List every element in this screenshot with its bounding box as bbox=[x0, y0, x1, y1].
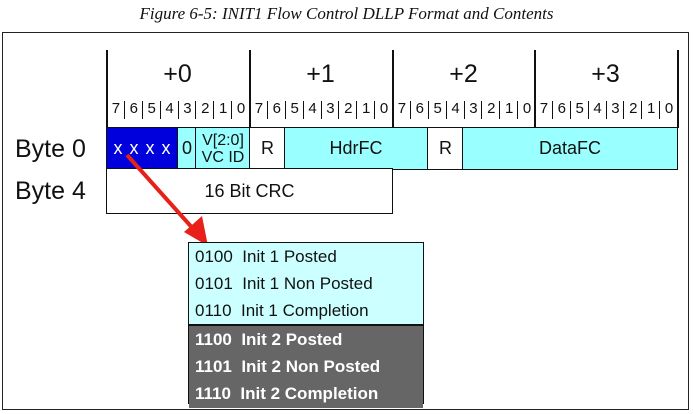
bit-separator bbox=[641, 101, 643, 119]
field-hdrfc: HdrFC bbox=[284, 127, 428, 170]
byte-divider bbox=[106, 50, 108, 128]
bit-number: 1 bbox=[647, 100, 656, 117]
table-divider bbox=[189, 324, 423, 326]
field-type-label: x x x x bbox=[113, 138, 172, 158]
bit-number: 6 bbox=[415, 100, 424, 117]
bit-number: 1 bbox=[219, 100, 228, 117]
bit-separator bbox=[623, 101, 625, 119]
table-row: 1110 Init 2 Completion bbox=[189, 379, 423, 408]
row-label-byte4: Byte 4 bbox=[15, 177, 86, 205]
bit-separator bbox=[427, 101, 429, 119]
table-row: 0110 Init 1 Completion bbox=[189, 297, 423, 324]
bit-number: 0 bbox=[664, 100, 674, 117]
table-row: 1101 Init 2 Non Posted bbox=[189, 352, 423, 380]
bit-separator bbox=[409, 101, 411, 119]
bit-separator bbox=[517, 101, 519, 119]
field-vc-id: V[2:0] VC ID bbox=[195, 127, 251, 170]
bit-number: 2 bbox=[201, 100, 210, 117]
bit-separator bbox=[177, 101, 179, 119]
byte-divider bbox=[249, 50, 251, 128]
type-encoding-table: 0100 Init 1 Posted 0101 Init 1 Non Poste… bbox=[188, 242, 424, 408]
bit-number: 5 bbox=[147, 100, 156, 117]
bit-separator bbox=[445, 101, 447, 119]
bit-separator bbox=[159, 101, 161, 119]
bit-number: 5 bbox=[290, 100, 299, 117]
bit-number: 4 bbox=[451, 100, 460, 117]
field-vc-id-line1: V[2:0] bbox=[202, 131, 244, 149]
bit-separator bbox=[141, 101, 143, 119]
bit-number: 4 bbox=[593, 100, 602, 117]
byte-divider bbox=[534, 50, 536, 128]
bit-separator bbox=[231, 101, 233, 119]
bit-number: 0 bbox=[379, 100, 389, 117]
bit-separator bbox=[213, 101, 215, 119]
byte-offset-label: +1 bbox=[306, 60, 335, 88]
bit-number: 3 bbox=[611, 100, 620, 117]
field-vc-id-line2: VC ID bbox=[201, 148, 245, 166]
byte-offset-label: +2 bbox=[449, 60, 478, 88]
bit-number: 7 bbox=[111, 100, 121, 117]
bit-separator bbox=[551, 101, 553, 119]
byte-divider bbox=[392, 50, 394, 128]
bit-number: 7 bbox=[539, 100, 549, 117]
bit-separator bbox=[463, 101, 465, 119]
bit-number: 5 bbox=[575, 100, 584, 117]
row-label-byte0: Byte 0 bbox=[15, 135, 86, 163]
bit-separator bbox=[569, 101, 571, 119]
bit-number: 1 bbox=[505, 100, 514, 117]
bit-separator bbox=[499, 101, 501, 119]
bit-number: 2 bbox=[344, 100, 353, 117]
bit-separator bbox=[374, 101, 376, 119]
bit-separator bbox=[356, 101, 358, 119]
field-crc: 16 Bit CRC bbox=[106, 168, 393, 214]
field-datafc: DataFC bbox=[462, 127, 678, 170]
bit-separator bbox=[481, 101, 483, 119]
field-datafc-label: DataFC bbox=[538, 138, 601, 158]
bit-separator bbox=[123, 101, 125, 119]
bit-number: 4 bbox=[165, 100, 174, 117]
field-crc-label: 16 Bit CRC bbox=[204, 180, 295, 201]
bit-separator bbox=[302, 101, 304, 119]
field-reserved-2-label: R bbox=[439, 138, 452, 158]
bit-number: 0 bbox=[522, 100, 532, 117]
table-row: 0100 Init 1 Posted bbox=[189, 243, 423, 270]
field-reserved-2: R bbox=[427, 127, 464, 170]
field-hdrfc-label: HdrFC bbox=[329, 138, 383, 158]
bit-number: 5 bbox=[433, 100, 442, 117]
bit-number: 2 bbox=[487, 100, 496, 117]
byte-divider bbox=[677, 50, 679, 128]
bit-number: 6 bbox=[129, 100, 138, 117]
figure-caption: Figure 6-5: INIT1 Flow Control DLLP Form… bbox=[139, 4, 554, 23]
bit-separator bbox=[338, 101, 340, 119]
bit-number: 3 bbox=[326, 100, 335, 117]
table-row: 1100 Init 2 Posted bbox=[189, 325, 423, 353]
bit-separator bbox=[284, 101, 286, 119]
table-row: 0101 Init 1 Non Posted bbox=[189, 270, 423, 297]
bit-number: 2 bbox=[629, 100, 638, 117]
field-type: x x x x bbox=[106, 127, 179, 170]
bit-separator bbox=[605, 101, 607, 119]
bit-number: 4 bbox=[308, 100, 317, 117]
bit-number: 7 bbox=[397, 100, 407, 117]
bit-number: 6 bbox=[557, 100, 566, 117]
bit-number: 7 bbox=[254, 100, 264, 117]
bit-number: 6 bbox=[272, 100, 281, 117]
bit-separator bbox=[266, 101, 268, 119]
bit-number: 0 bbox=[236, 100, 246, 117]
byte-offset-label: +0 bbox=[163, 60, 192, 88]
bit-separator bbox=[659, 101, 661, 119]
figure-frame bbox=[2, 32, 689, 410]
byte-offset-label: +3 bbox=[591, 60, 620, 88]
field-zero-label: 0 bbox=[181, 138, 192, 158]
bit-separator bbox=[587, 101, 589, 119]
bit-separator bbox=[195, 101, 197, 119]
bit-number: 3 bbox=[469, 100, 478, 117]
bit-number: 3 bbox=[183, 100, 192, 117]
bit-separator bbox=[320, 101, 322, 119]
field-reserved-1-label: R bbox=[261, 138, 274, 158]
bit-number: 1 bbox=[362, 100, 371, 117]
